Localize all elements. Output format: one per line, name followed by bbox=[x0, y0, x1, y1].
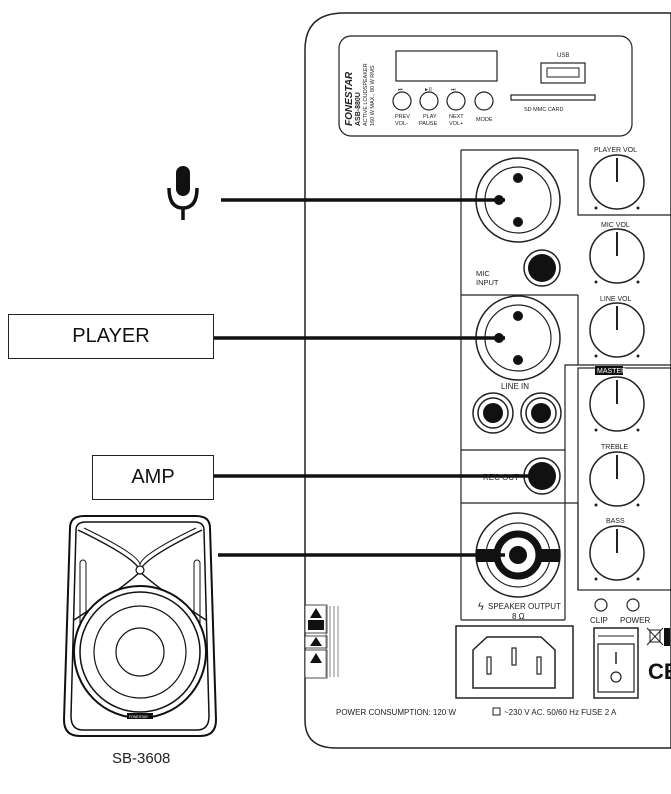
knob-dot bbox=[636, 354, 640, 358]
speaker-ohm-label: 8 Ω bbox=[512, 612, 525, 621]
knob-dot bbox=[636, 206, 640, 210]
knob-dot bbox=[636, 428, 640, 432]
knob-dot bbox=[594, 577, 598, 581]
rca-right-jack[interactable] bbox=[520, 392, 562, 434]
knob-dot bbox=[594, 354, 598, 358]
mode-button[interactable] bbox=[474, 91, 494, 111]
power-led bbox=[626, 598, 640, 612]
knob-dot bbox=[636, 577, 640, 581]
inlet-pin bbox=[536, 656, 542, 675]
clip-led bbox=[594, 598, 608, 612]
next-button[interactable] bbox=[446, 91, 466, 111]
weee-bin-icon bbox=[646, 627, 670, 646]
switch-off-mark bbox=[610, 671, 622, 683]
mode-label: MODE bbox=[476, 117, 493, 123]
knob-dot bbox=[636, 503, 640, 507]
rec-out-hole bbox=[528, 462, 556, 490]
panel-model: ASB-880U bbox=[355, 92, 362, 126]
mic-vol-label: MIC VOL bbox=[601, 222, 630, 229]
speaker-output-bolt-icon: ϟ bbox=[478, 601, 484, 613]
play-label-1: PLAY bbox=[423, 114, 437, 120]
line-in-label: LINE IN bbox=[501, 382, 529, 391]
divider-line-rec bbox=[461, 364, 671, 451]
amplifier-panel bbox=[304, 12, 671, 749]
mic-input-label-2: INPUT bbox=[476, 278, 499, 287]
lcd-display bbox=[395, 50, 498, 82]
usb-port-inner bbox=[546, 67, 580, 78]
speaker-caption: SB-3608 bbox=[112, 750, 171, 767]
mic-pin-1 bbox=[513, 173, 523, 183]
line-pin-1 bbox=[513, 311, 523, 321]
next-icon: ⏭ bbox=[451, 87, 456, 93]
speaker-output-label: SPEAKER OUTPUT bbox=[488, 602, 561, 611]
ce-mark: CE bbox=[648, 659, 671, 684]
inlet-pin bbox=[486, 656, 492, 675]
player-box: PLAYER bbox=[8, 314, 214, 359]
player-vol-label: PLAYER VOL bbox=[594, 147, 637, 154]
prev-icon: ⏮ bbox=[398, 87, 403, 93]
prev-button[interactable] bbox=[392, 91, 412, 111]
panel-desc2: 160 W MAX., 80 W RMS bbox=[370, 65, 376, 126]
eq-box bbox=[577, 367, 671, 591]
media-buttons: ⏮ ►II ⏭ PREV VOL- PLAY PAUSE NEXT VOL+ M… bbox=[392, 87, 494, 127]
play-pause-icon: ►II bbox=[424, 87, 432, 93]
microphone-icon bbox=[167, 166, 199, 220]
master-label: MASTER bbox=[597, 368, 626, 375]
knob-dot bbox=[594, 428, 598, 432]
next-label-1: NEXT bbox=[449, 114, 464, 120]
power-switch[interactable] bbox=[597, 643, 635, 693]
line-vol-label: LINE VOL bbox=[600, 296, 632, 303]
bass-label: BASS bbox=[606, 518, 625, 525]
fuse-icon bbox=[492, 707, 501, 716]
mic-input-label-1: MIC bbox=[476, 269, 490, 278]
sd-slot[interactable] bbox=[510, 94, 596, 101]
speaker-brand: FONESTAR bbox=[129, 715, 148, 719]
fuse-label: ~230 V AC. 50/60 Hz FUSE 2 A bbox=[504, 708, 617, 717]
knob-dot bbox=[636, 280, 640, 284]
power-consumption-label: POWER CONSUMPTION: 120 W bbox=[336, 708, 456, 717]
clip-label: CLIP bbox=[590, 616, 608, 625]
warning-label-icon bbox=[304, 604, 339, 679]
usb-label: USB bbox=[557, 53, 569, 59]
power-label: POWER bbox=[620, 616, 650, 625]
rca-left-jack[interactable] bbox=[472, 392, 514, 434]
next-label-2: VOL+ bbox=[449, 121, 463, 127]
knob-dot bbox=[594, 503, 598, 507]
knob-dot bbox=[594, 206, 598, 210]
prev-label-1: PREV bbox=[395, 114, 410, 120]
panel-brand: FONESTAR bbox=[344, 71, 355, 126]
frame-top bbox=[461, 149, 671, 216]
play-pause-button[interactable] bbox=[419, 91, 439, 111]
sd-label: SD MMC CARD bbox=[524, 107, 563, 113]
speaker-illustration bbox=[62, 515, 218, 737]
mic-jack-hole bbox=[528, 254, 556, 282]
master-label-bg bbox=[595, 366, 623, 375]
prev-label-2: VOL- bbox=[395, 121, 408, 127]
inlet-pin bbox=[511, 647, 517, 666]
panel-desc1: ACTIVE LOUDSPEAKER bbox=[363, 63, 369, 126]
mic-pin-2 bbox=[513, 217, 523, 227]
line-pin-2 bbox=[513, 355, 523, 365]
treble-label: TREBLE bbox=[601, 444, 629, 451]
knob-dot bbox=[594, 280, 598, 284]
speakon-center bbox=[509, 546, 527, 564]
amp-box: AMP bbox=[92, 455, 214, 500]
play-label-2: PAUSE bbox=[419, 121, 438, 127]
